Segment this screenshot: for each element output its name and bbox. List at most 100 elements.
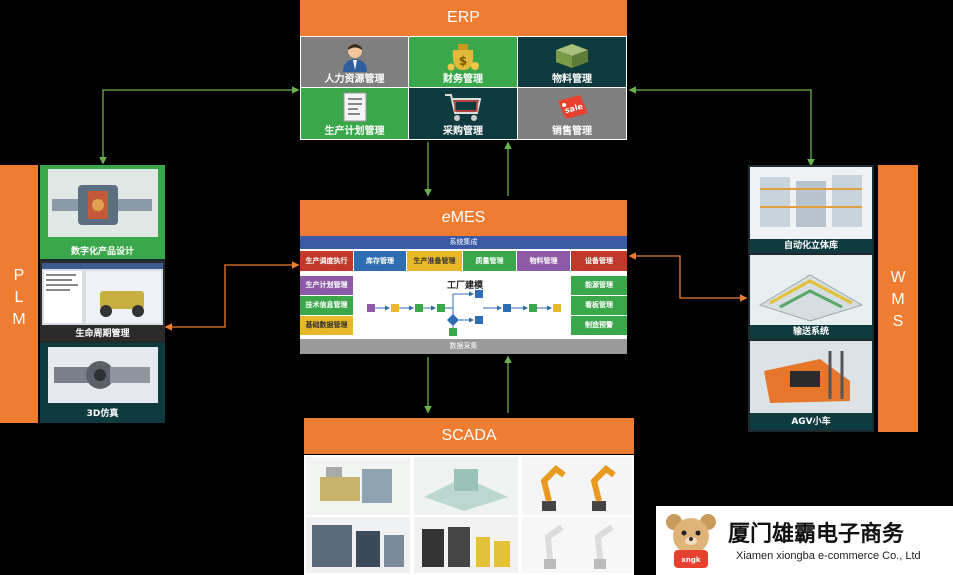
agv-illustration — [750, 341, 872, 413]
erp-module-production-plan[interactable]: 生产计划管理 — [301, 88, 408, 139]
joint-3d-illustration — [48, 347, 158, 403]
erp-module-grid: 人力资源管理 $ 财务管理 物料管理 生产计划管理 采购管理 — [300, 36, 627, 140]
wms-letter: W — [890, 269, 906, 286]
plm-letter: L — [14, 289, 24, 306]
emes-tab-label: 质量管理 — [475, 257, 504, 265]
mascot-text: xngk — [681, 556, 701, 564]
emes-title-prefix: e — [441, 209, 451, 226]
erp-header: ERP — [300, 0, 627, 36]
emes-tab-inventory[interactable]: 库存管理 — [354, 251, 406, 271]
brand-name-en: Xiamen xiongba e-commerce Co., Ltd — [736, 550, 921, 562]
emes-center-title: 工厂建模 — [446, 281, 483, 291]
wms-auto-warehouse-image[interactable]: 自动化立体库 — [750, 167, 872, 253]
emes-process-flow — [367, 290, 561, 336]
plm-panel-caption: 数字化产品设计 — [70, 247, 134, 257]
plm-letter: P — [13, 267, 25, 284]
sale-tag-icon: sale — [558, 95, 588, 119]
emes-tab-prep[interactable]: 生产准备管理 — [407, 251, 462, 271]
emes-bottom-bar-label: 数据采集 — [449, 342, 478, 350]
scada-header: SCADA — [304, 418, 634, 454]
scada-cabinet-image-1[interactable] — [306, 517, 410, 573]
emes-tab-quality[interactable]: 质量管理 — [463, 251, 516, 271]
wms-agv-image[interactable]: AGV小车 — [750, 341, 872, 430]
erp-module-label: 生产计划管理 — [324, 126, 385, 137]
emes-right-tab-kanban[interactable]: 看板管理 — [571, 296, 627, 315]
scada-machine-image-1[interactable] — [306, 457, 410, 515]
erp-module-purchase[interactable]: 采购管理 — [409, 88, 517, 139]
wms-side-label: W M S — [878, 165, 918, 432]
plm-panel-caption: 3D仿真 — [86, 409, 119, 419]
emes-top-bar: 系统集成 — [300, 236, 627, 249]
plm-3d-simulation-image[interactable]: 3D仿真 — [40, 343, 165, 423]
emes-tab-equipment[interactable]: 设备管理 — [571, 251, 627, 271]
erp-title: ERP — [447, 9, 480, 26]
emes-tab-label: 生产计划管理 — [305, 281, 348, 289]
emes-left-tab-tech[interactable]: 技术信息管理 — [300, 296, 353, 315]
erp-wms-arrow — [628, 86, 815, 167]
erp-module-finance[interactable]: $ 财务管理 — [409, 37, 517, 87]
material-box-icon — [556, 44, 588, 68]
scada-title: SCADA — [441, 427, 497, 444]
emes-plm-arrow — [164, 261, 300, 331]
conveyor-illustration — [750, 255, 872, 325]
wms-letter: M — [891, 291, 905, 308]
erp-module-material[interactable]: 物料管理 — [518, 37, 626, 87]
wms-panel: 自动化立体库 输送系统 AGV小车 — [748, 165, 874, 432]
plm-panel: 数字化产品设计 生命周期管理 3D仿真 — [40, 165, 165, 423]
emes-tab-label: 物料管理 — [529, 257, 558, 265]
erp-module-label: 人力资源管理 — [324, 74, 385, 85]
emes-header: eMES — [300, 200, 627, 236]
emes-tab-label: 制造预警 — [585, 321, 613, 329]
plm-digital-design-image[interactable]: 数字化产品设计 — [40, 165, 165, 259]
emes-tab-label: 看板管理 — [585, 301, 613, 309]
scada-machine-image-2[interactable] — [414, 457, 518, 515]
emes-left-tab-plan[interactable]: 生产计划管理 — [300, 276, 353, 295]
erp-module-label: 物料管理 — [552, 74, 592, 85]
wms-panel-caption: 自动化立体库 — [783, 241, 838, 251]
scada-image-grid — [304, 455, 634, 575]
emes-tab-material[interactable]: 物料管理 — [517, 251, 570, 271]
emes-tab-label: 技术信息管理 — [305, 301, 348, 309]
emes-right-tab-energy[interactable]: 能源管理 — [571, 276, 627, 295]
gearbox-illustration — [48, 169, 158, 237]
wms-conveyor-image[interactable]: 输送系统 — [750, 255, 872, 339]
person-icon — [342, 44, 367, 72]
wms-panel-caption: 输送系统 — [792, 327, 829, 337]
svg-text:$: $ — [459, 54, 467, 68]
erp-module-sales[interactable]: sale 销售管理 — [518, 88, 626, 139]
wms-panel-caption: AGV小车 — [791, 417, 831, 427]
erp-plm-arrow — [99, 86, 300, 165]
brand-name-cn: 厦门雄霸电子商务 — [728, 522, 905, 547]
emes-right-tab-warning[interactable]: 制造预警 — [571, 316, 627, 335]
erp-module-label: 财务管理 — [443, 74, 483, 85]
bear-mascot-logo: xngk — [666, 514, 716, 568]
software-screenshot-illustration — [42, 263, 163, 325]
erp-module-hr[interactable]: 人力资源管理 — [301, 37, 408, 87]
emes-tab-label: 能源管理 — [585, 281, 613, 289]
emes-bottom-bar: 数据采集 — [300, 339, 627, 354]
erp-module-label: 采购管理 — [443, 126, 483, 137]
scada-cabinet-image-2[interactable] — [414, 517, 518, 573]
emes-tab-label: 生产调度执行 — [305, 257, 348, 265]
emes-tab-schedule[interactable]: 生产调度执行 — [300, 251, 353, 271]
emes-title-suffix: MES — [450, 209, 486, 226]
emes-tab-label: 生产准备管理 — [413, 257, 456, 265]
emes-tab-label: 库存管理 — [366, 257, 394, 265]
emes-wms-arrow — [628, 252, 748, 302]
plm-side-label: P L M — [0, 165, 38, 423]
money-bag-icon: $ — [447, 44, 479, 71]
emes-body: 系统集成 生产调度执行 库存管理 生产准备管理 质量管理 物料管理 设备管理 生… — [300, 236, 627, 354]
scada-robot-image-2[interactable] — [522, 517, 632, 573]
brand-watermark: xngk 厦门雄霸电子商务 Xiamen xiongba e-commerce … — [656, 506, 953, 575]
plm-letter: M — [12, 311, 26, 328]
emes-left-tab-basedata[interactable]: 基础数据管理 — [300, 316, 353, 335]
shopping-cart-icon — [445, 94, 482, 121]
plm-lifecycle-image[interactable]: 生命周期管理 — [40, 261, 165, 341]
scada-robot-image-1[interactable] — [522, 457, 632, 515]
emes-tab-label: 基础数据管理 — [305, 321, 348, 329]
warehouse-illustration — [750, 167, 872, 239]
emes-tab-label: 设备管理 — [585, 257, 613, 265]
erp-module-label: 销售管理 — [552, 126, 592, 137]
document-icon — [343, 92, 366, 122]
wms-letter: S — [892, 313, 904, 330]
